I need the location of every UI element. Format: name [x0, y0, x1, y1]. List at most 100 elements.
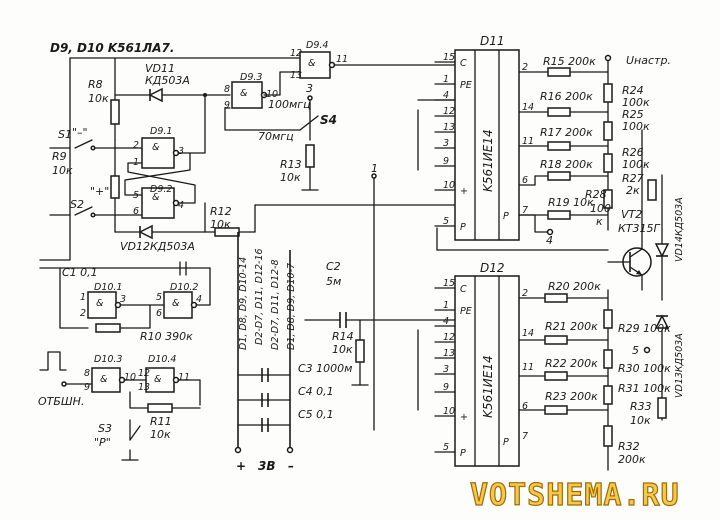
r26-label: R26 [622, 146, 644, 159]
r20-label: R20 200к [548, 280, 601, 293]
r13-value: 10к [280, 171, 301, 184]
r8-label: R8 [88, 78, 103, 91]
svg-text:12: 12 [290, 48, 302, 59]
svg-text:3: 3 [178, 146, 184, 157]
resistor-r21 [544, 335, 568, 345]
pin-number-left: 4 [443, 90, 449, 101]
resistor-r30 [603, 349, 613, 369]
counter-d12 [454, 275, 520, 467]
r27-value: 2к [626, 184, 640, 197]
svg-text:3: 3 [120, 294, 126, 305]
vd11-value: КД503А [145, 74, 190, 87]
pin-number-right: 2 [522, 62, 528, 73]
svg-text:8: 8 [224, 84, 230, 95]
pin-number-left: 15 [443, 52, 455, 63]
svg-text:&: & [172, 298, 179, 309]
r13-label: R13 [280, 158, 302, 171]
c4-label: C4 0,1 [298, 385, 334, 398]
node-1: 1 [371, 162, 378, 175]
resistor-r25 [603, 121, 613, 141]
svg-text:&: & [152, 142, 159, 153]
r29-label: R29 100к [618, 322, 671, 335]
pin-number-right: 11 [522, 362, 534, 373]
gate-d9-2 [141, 187, 175, 219]
d11-part: K561ИЕ14 [481, 129, 495, 192]
r25-value: 100к [622, 120, 650, 133]
resistor-r10 [95, 323, 121, 333]
gate-d9-1-label: D9.1 [150, 126, 172, 137]
d12-part: K561ИЕ14 [481, 355, 495, 418]
pin-number-left: 15 [443, 278, 455, 289]
gate-d10-4-label: D10.4 [148, 354, 176, 365]
resistor-r17 [547, 141, 571, 151]
ladder-d11 [518, 54, 613, 231]
gate-d9-4-label: D9.4 [306, 40, 328, 51]
pin-number-left: 10 [443, 180, 455, 191]
resistor-r16 [547, 107, 571, 117]
resistor-r18 [547, 171, 571, 181]
pin-number-left: 5 [443, 442, 449, 453]
svg-text:10: 10 [124, 372, 136, 383]
vd13-label: VD13КД503А [674, 333, 685, 398]
s1-label: S1 [58, 128, 72, 141]
r22-label: R22 200к [545, 357, 598, 370]
diode-vd14 [654, 243, 670, 258]
pin-number-left: 3 [443, 364, 449, 375]
resistor-r23 [544, 405, 568, 415]
resistor-r9 [110, 175, 120, 199]
r18-label: R18 200к [540, 158, 593, 171]
pin-number-right: 7 [522, 431, 528, 442]
r15-label: R15 200к [543, 55, 596, 68]
pin-name-left: C [460, 58, 467, 69]
r19-label: R19 10к [548, 196, 594, 209]
r12-value: 10к [210, 218, 231, 231]
pin-number-left: 9 [443, 156, 449, 167]
gate-d10-2-label: D10.2 [170, 282, 198, 293]
svg-text:&: & [96, 298, 103, 309]
r28-value: 100 [590, 202, 611, 215]
s3-sign: "P" [94, 436, 111, 449]
svg-text:1: 1 [80, 292, 86, 303]
vd11-label: VD11 [145, 62, 175, 75]
resistor-r32 [603, 425, 613, 447]
c1-label: C1 0,1 [62, 266, 98, 279]
svg-text:13: 13 [290, 70, 302, 81]
r32-label: R32 [618, 440, 640, 453]
svg-text:9: 9 [224, 100, 230, 111]
r14-label: R14 [332, 330, 354, 343]
gate-d9-3-label: D9.3 [240, 72, 262, 83]
resistor-r29 [603, 309, 613, 329]
resistor-r11 [147, 403, 173, 413]
pin-name-left: C [460, 284, 467, 295]
svg-text:9: 9 [84, 382, 90, 393]
svg-text:2: 2 [133, 140, 139, 151]
rail-note-b: D2-D7, D11, D12-16 [254, 248, 265, 345]
diode-vd12 [138, 224, 153, 240]
pin-number-left: 13 [443, 122, 455, 133]
pin-number-left: 1 [443, 300, 449, 311]
r17-label: R17 200к [540, 126, 593, 139]
r11-value: 10к [150, 428, 171, 441]
r14-value: 10к [332, 343, 353, 356]
uin-label: Uнастр. [626, 54, 671, 67]
vt2-label: VT2 [621, 208, 642, 221]
resistor-r33 [657, 397, 667, 419]
diode-vd13 [654, 314, 670, 329]
resistor-r8 [110, 99, 120, 125]
node-5: 5 [632, 344, 639, 357]
pin-number-left: 10 [443, 406, 455, 417]
resistor-r31 [603, 385, 613, 405]
r10-label: R10 390к [140, 330, 193, 343]
svg-text:6: 6 [133, 206, 139, 217]
rail-note-d: D1, D8, D9, D10-7 [286, 263, 297, 350]
pin-name-left: P [460, 222, 466, 233]
c3-label: C3 1000м [298, 362, 352, 375]
pin-number-left: 12 [443, 332, 455, 343]
gate-d10-3 [91, 367, 121, 393]
rail-note-a: D1, D8, D9, D10-14 [238, 257, 249, 350]
power-plus: + [236, 459, 246, 473]
gate-d9-4 [299, 51, 331, 79]
r33-value: 10к [630, 414, 651, 427]
r16-label: R16 200к [540, 90, 593, 103]
